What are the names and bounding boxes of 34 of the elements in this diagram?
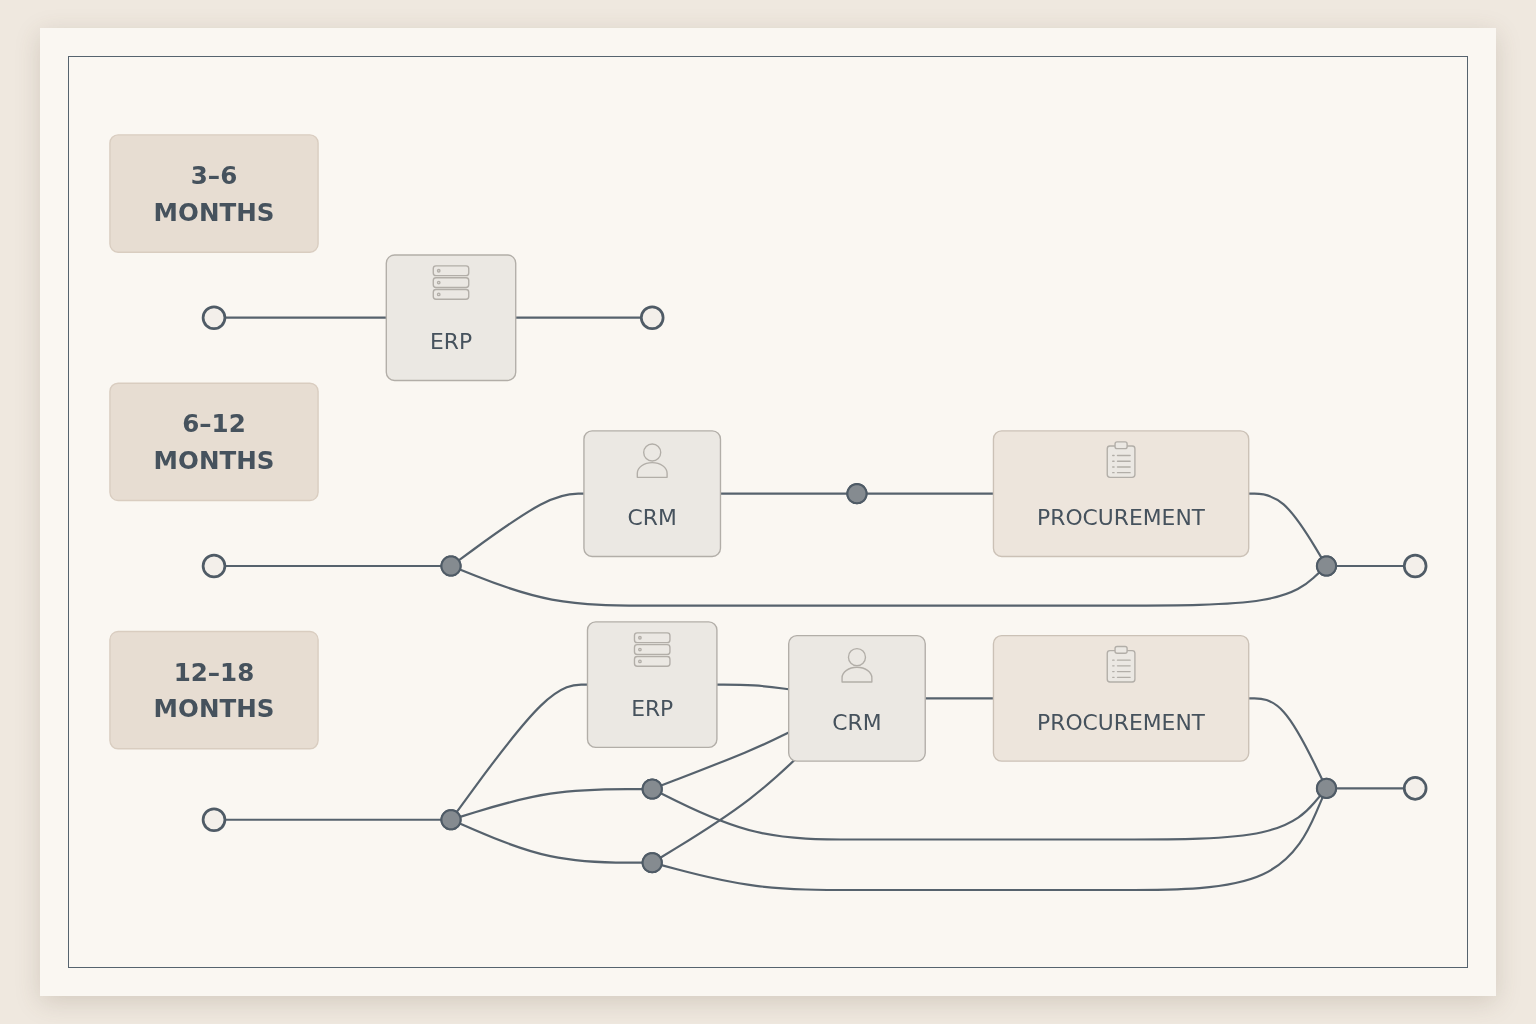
node-circle [201,305,227,330]
node-circle [1402,775,1428,801]
node-box: 12–18 MONTHS [109,630,319,750]
node-circle [639,305,665,330]
connector [459,822,643,864]
connector [459,787,643,818]
connector [866,492,994,495]
connector [458,492,584,561]
node-box: ERP [385,253,517,381]
node-circle [201,807,227,832]
node-circle [1402,553,1428,578]
connector [224,564,442,567]
node-box: PROCUREMENT [992,634,1250,762]
connector [515,316,642,319]
node-box: 6–12 MONTHS [109,382,319,501]
connector [716,683,789,690]
connector [1248,696,1324,780]
connector [661,796,1324,891]
connector [660,791,1322,841]
connector [720,492,848,495]
connector [459,568,1321,607]
connector [1336,786,1405,789]
node-box: CRM [788,634,926,762]
connector [224,316,387,319]
connector [224,818,442,821]
node-box: PROCUREMENT [992,429,1250,557]
connector [925,696,994,699]
node-circle [201,553,227,578]
node-box: 3–6 MONTHS [109,133,319,253]
connector [455,683,588,813]
connector [1336,564,1405,567]
connector [1248,492,1323,558]
node-box: CRM [583,429,722,557]
node-box: ERP [586,620,718,748]
